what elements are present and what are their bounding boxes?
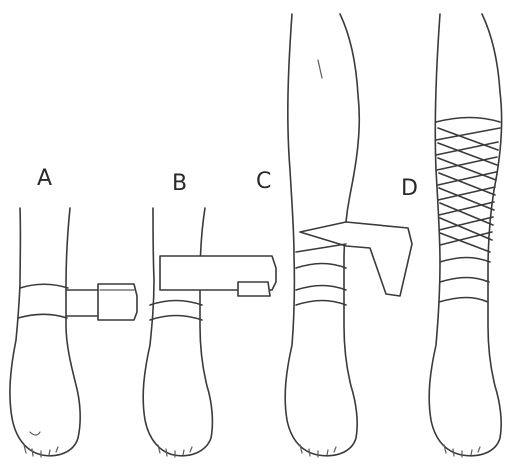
- label-d: D: [401, 176, 418, 201]
- panel-b: B: [143, 171, 276, 457]
- bandage-c: [296, 222, 412, 305]
- leg-b: [143, 208, 212, 457]
- bandage-a: [18, 284, 137, 320]
- bandage-d: [436, 118, 500, 303]
- bandage-b: [150, 256, 276, 320]
- leg-d: [429, 14, 501, 457]
- label-c: C: [256, 169, 271, 194]
- label-a: A: [37, 166, 52, 191]
- panel-a: A: [10, 166, 137, 457]
- bandage-roll-b: [238, 282, 270, 296]
- label-b: B: [172, 171, 187, 196]
- panel-d: D: [401, 14, 502, 457]
- leg-a: [10, 208, 80, 457]
- panel-c: C: [256, 14, 412, 457]
